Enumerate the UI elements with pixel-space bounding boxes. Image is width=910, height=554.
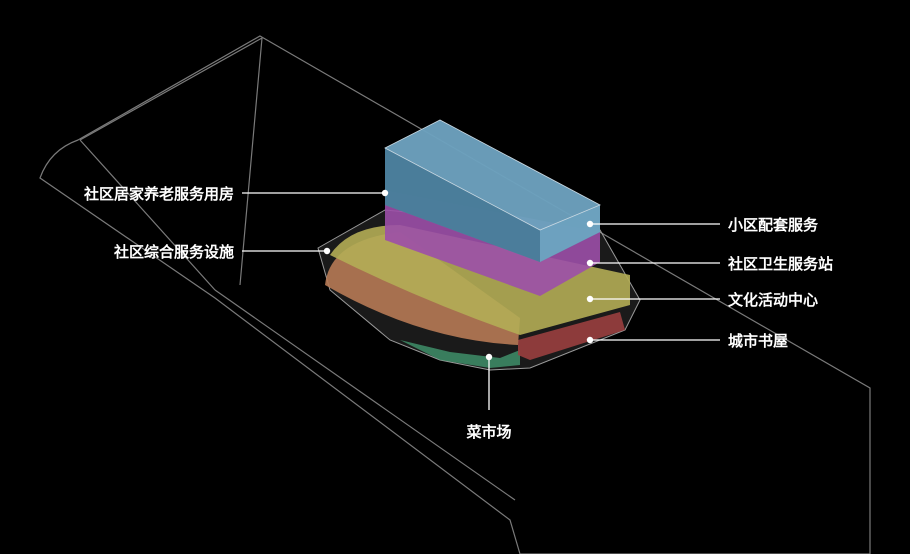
- vegetable-market-block: [400, 340, 520, 368]
- culture-center-block: [330, 225, 630, 335]
- leader-culture-center: [586, 295, 720, 303]
- label-community-service: 社区综合服务设施: [113, 243, 234, 261]
- label-culture-center: 文化活动中心: [728, 291, 818, 309]
- leader-elderly-care: [242, 189, 389, 197]
- leader-bookstore: [586, 336, 720, 344]
- leader-health-station: [586, 259, 720, 267]
- label-health-station: 社区卫生服务站: [727, 255, 833, 273]
- label-elderly-care: 社区居家养老服务用房: [83, 185, 234, 203]
- city-bookstore-block: [518, 312, 625, 360]
- label-bookstore: 城市书屋: [728, 332, 788, 350]
- leader-community-service: [242, 247, 331, 255]
- leader-vegetable-market: [485, 353, 493, 410]
- tower-block: [384, 119, 601, 262]
- leader-neighborhood-services: [586, 220, 720, 228]
- label-neighborhood-services: 小区配套服务: [728, 216, 819, 234]
- label-vegetable-market: 菜市场: [465, 423, 511, 441]
- site-outline: [39, 35, 871, 554]
